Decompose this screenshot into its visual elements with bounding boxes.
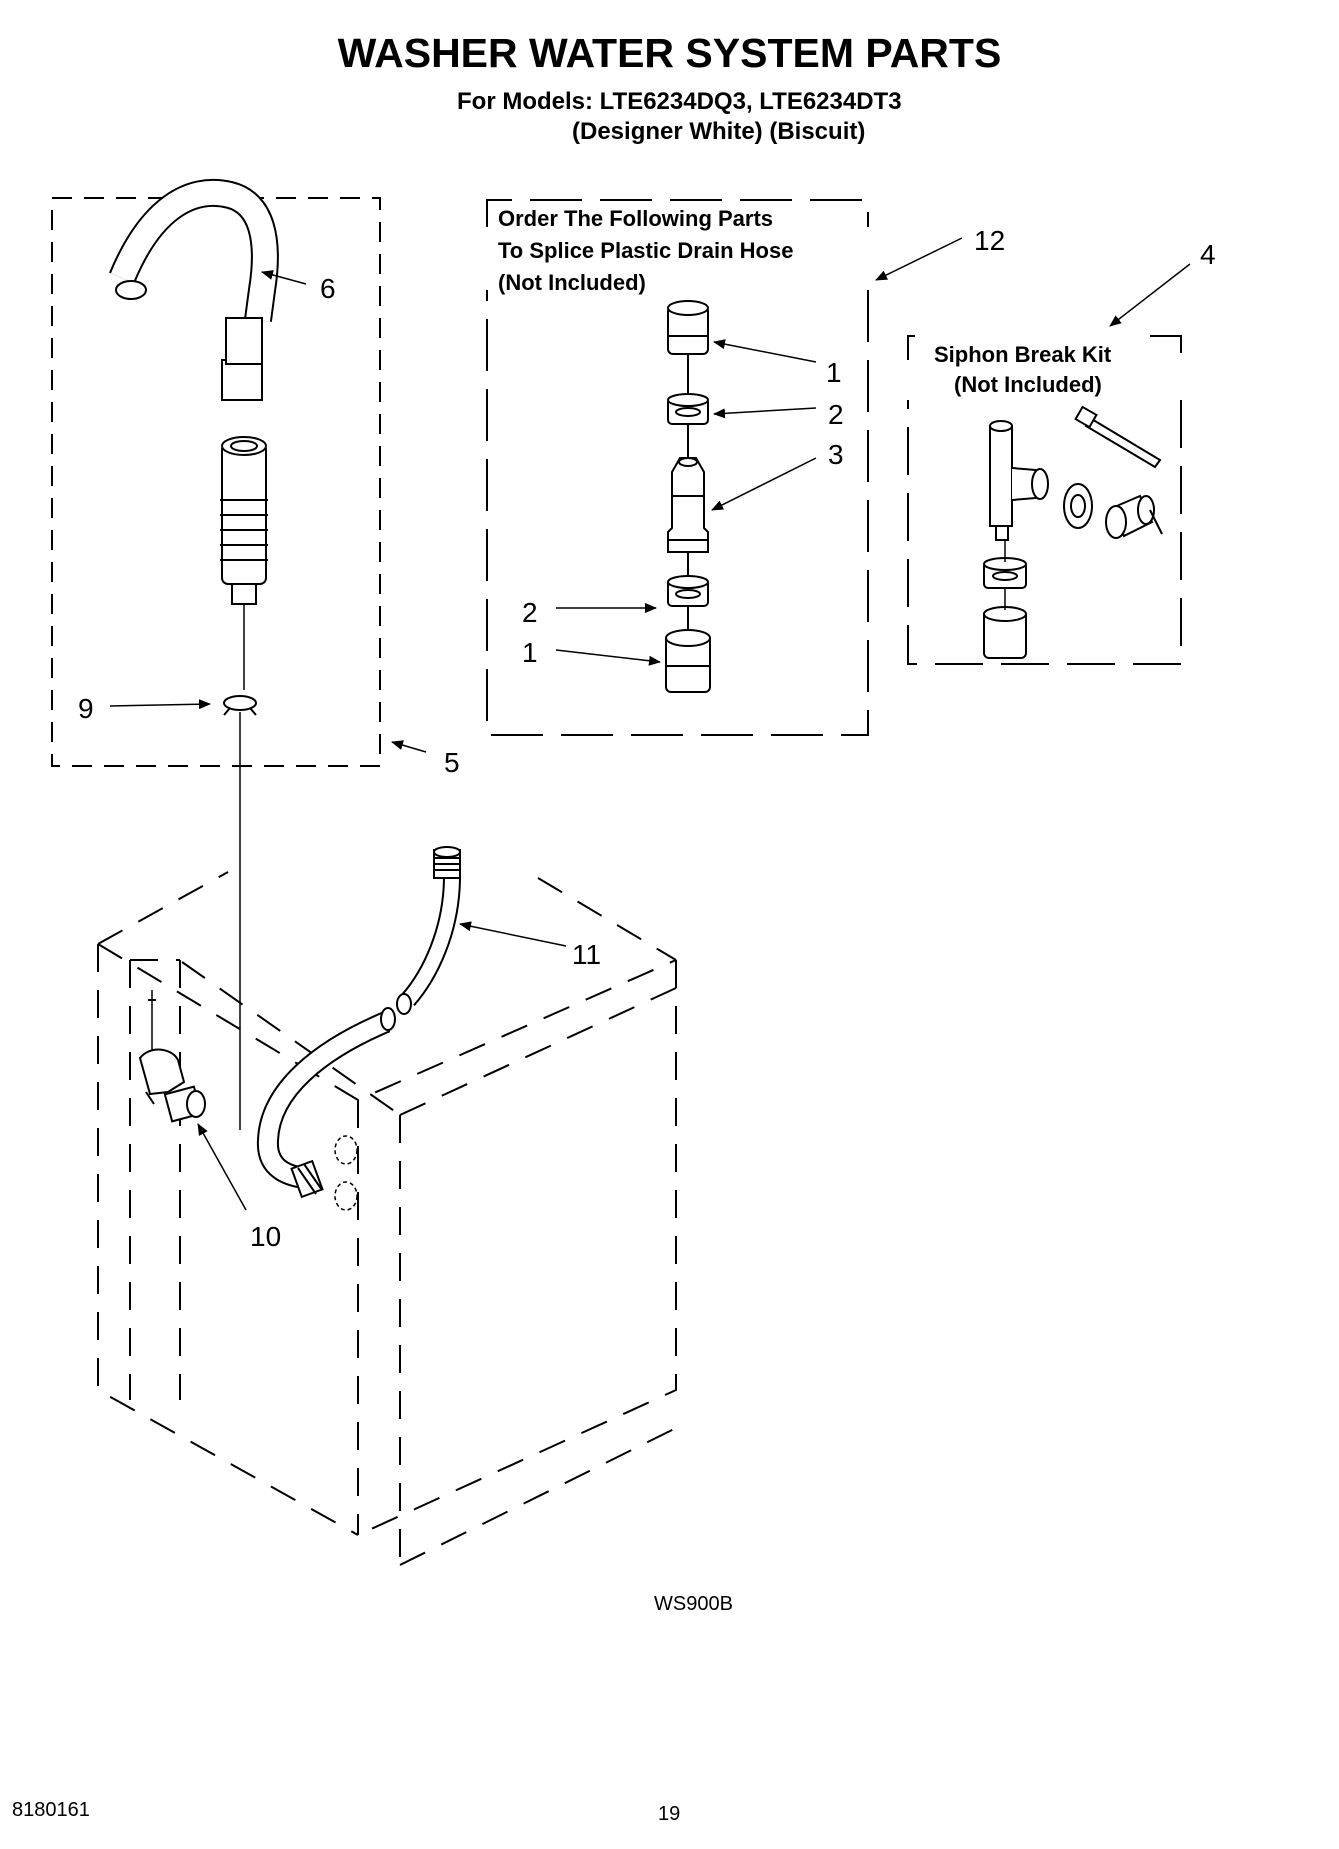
drain-outlet-part [138,990,206,1123]
callout-2-bottom: 2 [522,597,538,628]
callout-10: 10 [250,1221,281,1252]
splice-box-line-2: To Splice Plastic Drain Hose [498,238,793,263]
siphon-box-line-1: Siphon Break Kit [934,342,1112,367]
callout-11: 11 [572,939,601,970]
callout-6: 6 [320,273,336,304]
model-colors: (Designer White) (Biscuit) [572,118,866,145]
hose-clamp-part [223,695,257,716]
callout-5: 5 [444,747,460,778]
corrugated-hose-part [220,436,268,605]
drawing-code: WS900B [654,1593,733,1615]
splice-box-line-3: (Not Included) [498,270,646,295]
callout-3: 3 [828,439,844,470]
callout-4: 4 [1200,239,1216,270]
drain-hose-part [256,846,461,1199]
siphon-box-line-2: (Not Included) [954,372,1102,397]
part-number: 8180161 [12,1799,90,1821]
siphon-parts [983,405,1163,659]
washer-cabinet-outline [97,871,677,1566]
model-numbers: For Models: LTE6234DQ3, LTE6234DT3 [457,88,902,115]
siphon-kit-box [907,335,1182,665]
callout-arrows [109,237,1191,1211]
splice-parts-stack [665,300,711,693]
page-number: 19 [658,1803,680,1825]
splice-box-line-1: Order The Following Parts [498,206,773,231]
callout-12: 12 [974,225,1005,256]
callout-1-top: 1 [826,357,842,388]
callout-2-top: 2 [828,399,844,430]
splice-kit-box [486,199,869,736]
callout-1-bottom: 1 [522,637,538,668]
cabinet-holes [334,1135,358,1211]
hose-hook-part [109,178,279,401]
callout-9: 9 [78,693,94,724]
page-title: WASHER WATER SYSTEM PARTS [337,30,1002,76]
